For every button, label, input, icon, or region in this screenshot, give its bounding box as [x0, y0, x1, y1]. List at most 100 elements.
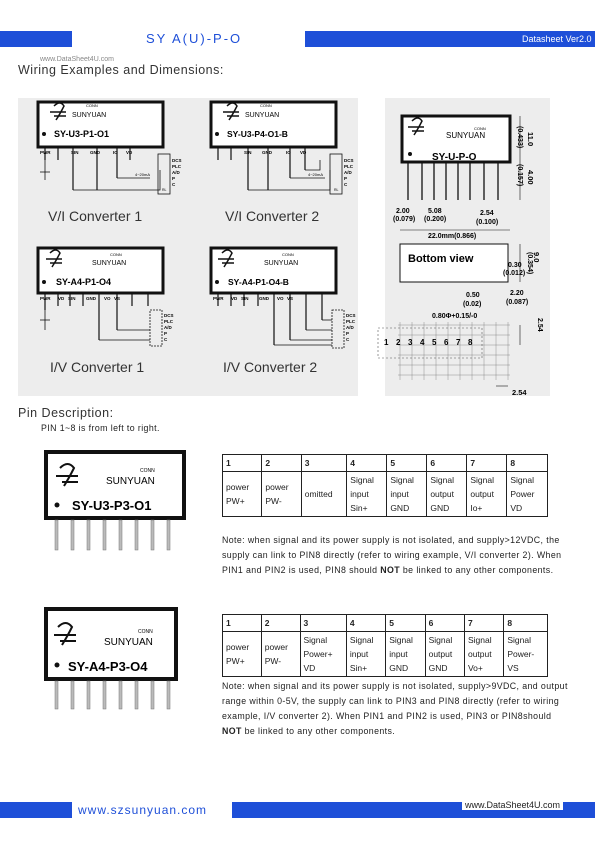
svg-text:RL: RL — [162, 188, 167, 192]
svg-text:(0.157): (0.157) — [516, 164, 523, 186]
svg-text:PWR: PWR — [213, 296, 224, 301]
logo-icon — [223, 102, 239, 121]
table-header-row: 1 2 3 4 5 6 7 8 — [222, 614, 548, 632]
caption-1: V/I Converter 1 — [48, 208, 142, 224]
pin-label: GND — [90, 150, 101, 155]
svg-text:VD: VD — [58, 296, 65, 301]
svg-text:RL: RL — [334, 188, 339, 192]
svg-text:2.54: 2.54 — [536, 318, 543, 332]
svg-text:DCS: DCS — [164, 313, 174, 318]
watermark-top: www.DataSheet4U.com — [40, 56, 114, 63]
pin-table-1: 1 2 3 4 5 6 7 8 power PW+ power PW- omit… — [221, 454, 548, 517]
pin-label: VD — [126, 150, 133, 155]
page-title: SY A(U)-P-O — [146, 31, 243, 46]
pin-label: SIN — [71, 150, 79, 155]
module-photo-2: CONN SUNYUAN SY-A4-P3-O4 — [44, 607, 178, 710]
table-row: power PW+ power PW- omitted Signal input… — [221, 471, 548, 517]
svg-text:2.00: 2.00 — [396, 208, 410, 215]
current-label: 4~20mA — [135, 172, 150, 177]
module-name: SY-U3-P4-O1-B — [227, 129, 288, 139]
module-diagram-2: CONN SUNYUAN SY-U3-P4-O1-B SIN GND IO VD… — [209, 100, 354, 224]
module-brand-small: CONN — [86, 103, 98, 108]
section-title-pins: Pin Description: — [18, 406, 114, 420]
module-diagram-4: CONN SUNYUAN SY-A4-P1-O4-B PWR VD SIN GN… — [209, 246, 356, 375]
module-brand: SUNYUAN — [72, 112, 106, 119]
caption-3: I/V Converter 1 — [50, 359, 144, 375]
svg-text:8: 8 — [468, 338, 473, 347]
svg-text:SUNYUAN: SUNYUAN — [264, 260, 298, 267]
svg-text:2.54: 2.54 — [512, 388, 527, 397]
svg-text:2.20: 2.20 — [510, 290, 524, 297]
svg-text:3: 3 — [408, 338, 413, 347]
svg-text:DCS: DCS — [346, 313, 356, 318]
module-name: SY-U3-P3-O1 — [72, 498, 151, 513]
svg-text:GND: GND — [262, 150, 273, 155]
header-bar-right — [305, 31, 595, 47]
footer-bar-left — [0, 802, 72, 818]
svg-text:SIN: SIN — [241, 296, 249, 301]
hole-dimension: 0.80Φ+0.15/-0 — [432, 313, 477, 320]
module-diagram-1: CONN SUNYUAN SY-U3-P1-O1 PWR SIN GND IO … — [36, 100, 182, 224]
module-diagram-3: CONN SUNYUAN SY-A4-P1-O4 PWR VD SIN GND … — [36, 246, 174, 375]
svg-text:(0.354): (0.354) — [526, 252, 533, 274]
svg-text:SUNYUAN: SUNYUAN — [446, 131, 485, 140]
pin-order-note: PIN 1~8 is from left to right. — [41, 423, 160, 433]
svg-text:C: C — [172, 182, 176, 187]
svg-text:VS: VS — [287, 296, 293, 301]
svg-text:4.00: 4.00 — [526, 170, 535, 185]
svg-text:CONN: CONN — [140, 468, 155, 474]
svg-text:SUNYUAN: SUNYUAN — [92, 260, 126, 267]
module-name: SY-A4-P3-O4 — [68, 659, 148, 674]
module-name: SY-A4-P1-O4 — [56, 277, 111, 287]
svg-text:SIN: SIN — [244, 150, 252, 155]
header-bar-left — [0, 31, 72, 47]
logo-icon — [56, 463, 78, 487]
svg-text:(0.087): (0.087) — [506, 299, 528, 306]
logo-icon — [408, 117, 424, 136]
svg-text:SIN: SIN — [68, 296, 76, 301]
svg-text:CONN: CONN — [138, 629, 153, 635]
svg-text:(0.200): (0.200) — [424, 216, 446, 223]
table-row: power PW+ power PW- Signal Power+ VD Sig… — [222, 631, 548, 677]
pin-label: PWR — [40, 150, 51, 155]
pin-table-2: 1 2 3 4 5 6 7 8 power PW+ power PW- Sign… — [222, 614, 548, 677]
logo-icon — [218, 249, 234, 268]
svg-text:0.30: 0.30 — [508, 262, 522, 269]
svg-text:CONN: CONN — [260, 103, 272, 108]
footer-watermark: www.DataSheet4U.com — [462, 800, 564, 810]
svg-text:VO: VO — [277, 296, 284, 301]
svg-text:P: P — [344, 176, 347, 181]
svg-text:P: P — [346, 331, 349, 336]
dimension-drawing: CONN SUNYUAN SY-U-P-O 11.0 (0.433) 4.00 … — [377, 114, 543, 397]
svg-text:P: P — [172, 176, 175, 181]
module-name: SY-U3-P1-O1 — [54, 129, 109, 139]
svg-text:A/D: A/D — [346, 325, 355, 330]
svg-text:SUNYUAN: SUNYUAN — [245, 112, 279, 119]
svg-text:7: 7 — [456, 338, 461, 347]
svg-text:VS: VS — [114, 296, 120, 301]
svg-text:GND: GND — [259, 296, 270, 301]
bottom-view-label: Bottom view — [408, 253, 474, 265]
footer-website-link[interactable]: www.szsunyuan.com — [78, 803, 208, 817]
svg-text:6: 6 — [444, 338, 449, 347]
svg-text:(0.433): (0.433) — [516, 126, 523, 148]
svg-text:PLC: PLC — [346, 319, 356, 324]
module-name: SY-A4-P1-O4-B — [228, 277, 289, 287]
svg-text:A/D: A/D — [164, 325, 173, 330]
svg-text:C: C — [164, 337, 168, 342]
section-title-wiring: Wiring Examples and Dimensions: — [18, 63, 224, 77]
svg-text:(0.012): (0.012) — [503, 270, 525, 277]
version-label: Datasheet Ver2.0 — [522, 34, 592, 44]
svg-text:C: C — [344, 182, 348, 187]
svg-text:PLC: PLC — [344, 164, 354, 169]
svg-text:PLC: PLC — [164, 319, 174, 324]
note-2: Note: when signal and its power supply i… — [222, 681, 568, 736]
caption-2: V/I Converter 2 — [225, 208, 319, 224]
pin-grid — [398, 322, 510, 380]
svg-text:4~20mA: 4~20mA — [308, 172, 323, 177]
svg-text:DCS: DCS — [344, 158, 354, 163]
svg-text:PLC: PLC — [172, 164, 182, 169]
note-1: Note: when signal and its power supply i… — [222, 535, 562, 575]
svg-text:PWR: PWR — [40, 296, 51, 301]
